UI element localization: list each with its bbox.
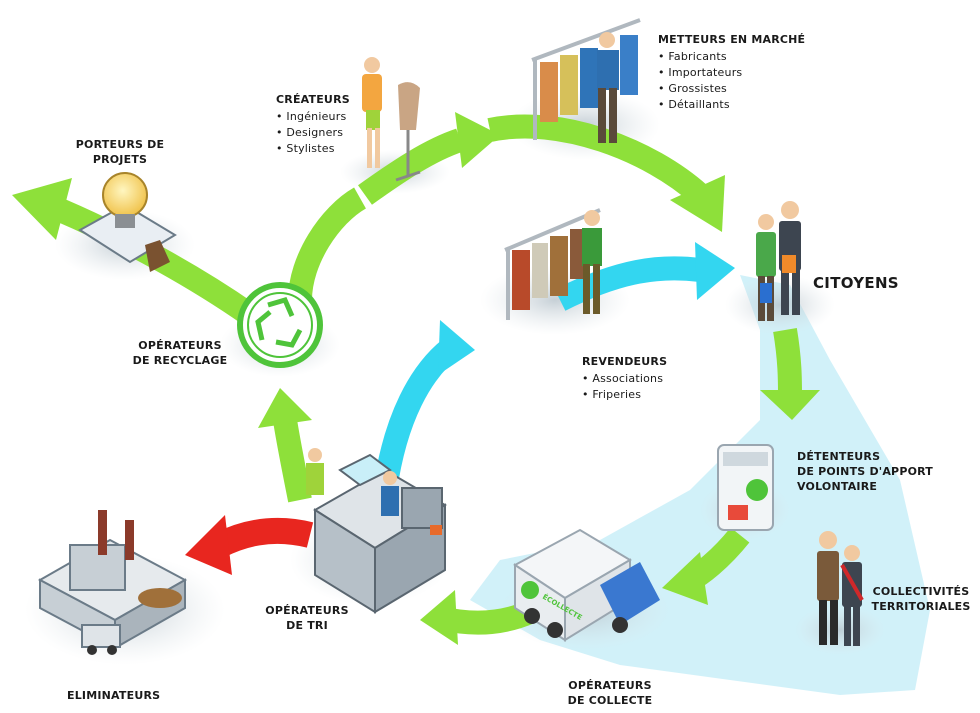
truck-icon: ÉCOLLECTE <box>513 528 660 642</box>
recycle-icon <box>237 282 323 368</box>
officials-figures <box>817 531 864 646</box>
label-metteurs: METTEURS EN MARCHÉ Fabricants Importateu… <box>658 32 805 113</box>
label-recyclage-line2: DE RECYCLAGE <box>132 354 228 367</box>
arrow-recycling-to-createurs <box>288 187 367 301</box>
arrow-top-arc-head <box>670 175 725 232</box>
label-collecte-line2: DE COLLECTE <box>567 694 653 707</box>
label-metteurs-item: Détaillants <box>658 97 805 113</box>
arrow-cyan-to-citoyens <box>554 256 702 311</box>
arrow-tri-to-recycling <box>273 418 312 503</box>
label-tri: OPÉRATEURS DE TRI <box>263 603 351 633</box>
label-createurs-item: Ingénieurs <box>276 109 350 125</box>
label-metteurs-item: Grossistes <box>658 81 805 97</box>
label-collectivites: COLLECTIVITÉS TERRITORIALES <box>868 584 974 614</box>
label-tri-line1: OPÉRATEURS <box>265 604 349 617</box>
arrow-cyan-to-citoyens-head <box>695 242 735 300</box>
label-metteurs-item: Fabricants <box>658 49 805 65</box>
label-collecte-line1: OPÉRATEURS <box>568 679 652 692</box>
label-citoyens: CITOYENS <box>813 276 899 291</box>
label-citoyens-title: CITOYENS <box>813 274 899 292</box>
label-detenteurs: DÉTENTEURS DE POINTS D'APPORT VOLONTAIRE <box>797 449 933 494</box>
label-eliminateurs-title: ELIMINATEURS <box>67 689 161 702</box>
arrow-createurs-to-top <box>358 128 465 205</box>
arrow-createurs-head <box>455 112 500 168</box>
arrow-red-to-eliminateurs <box>214 517 314 557</box>
arrow-red-to-eliminateurs-head <box>185 515 232 575</box>
label-collecte: OPÉRATEURS DE COLLECTE <box>560 678 660 708</box>
label-metteurs-title: METTEURS EN MARCHÉ <box>658 33 806 46</box>
arrow-citoyens-down <box>773 328 802 396</box>
label-porteurs-line2: PROJETS <box>92 153 148 166</box>
label-detenteurs-line2: DE POINTS D'APPORT <box>797 465 934 478</box>
label-recyclage: OPÉRATEURS DE RECYCLAGE <box>125 338 235 368</box>
label-revendeurs-item: Friperies <box>582 387 667 403</box>
label-createurs-item: Designers <box>276 125 350 141</box>
arrow-citoyens-down-head <box>760 390 820 420</box>
clothing-rack-icon <box>531 18 641 143</box>
label-metteurs-item: Importateurs <box>658 65 805 81</box>
label-detenteurs-line1: DÉTENTEURS <box>797 450 881 463</box>
citizens-figures <box>756 201 801 321</box>
label-detenteurs-line3: VOLONTAIRE <box>797 480 878 493</box>
label-createurs-title: CRÉATEURS <box>276 93 350 106</box>
designer-figure <box>362 57 421 182</box>
label-revendeurs-title: REVENDEURS <box>582 355 668 368</box>
label-porteurs-line1: PORTEURS DE <box>75 138 165 151</box>
label-eliminateurs: ELIMINATEURS <box>67 688 160 703</box>
arrow-tri-to-recycling-head <box>258 388 312 428</box>
arrow-to-porteurs-head <box>12 178 72 240</box>
sorting-station <box>306 448 447 614</box>
arrow-cyan-reuse-head1 <box>438 320 475 375</box>
second-hand-rack <box>504 208 602 320</box>
label-collectivites-line1: COLLECTIVITÉS <box>872 585 970 598</box>
factory-icon <box>37 510 188 655</box>
label-tri-line2: DE TRI <box>286 619 328 632</box>
arrow-top-arc <box>487 114 709 205</box>
label-revendeurs: REVENDEURS Associations Friperies <box>582 354 667 403</box>
label-createurs: CRÉATEURS Ingénieurs Designers Stylistes <box>276 92 350 157</box>
label-revendeurs-item: Associations <box>582 371 667 387</box>
label-createurs-item: Stylistes <box>276 141 350 157</box>
arrow-collecte-to-tri-head <box>420 590 458 645</box>
label-recyclage-line1: OPÉRATEURS <box>138 339 222 352</box>
label-collectivites-line2: TERRITORIALES <box>871 600 971 613</box>
arrow-detenteurs-to-collecte-head <box>662 552 708 605</box>
label-porteurs: PORTEURS DE PROJETS <box>70 137 170 167</box>
collection-bin-icon <box>717 444 774 531</box>
lightbulb-icon <box>78 172 177 272</box>
